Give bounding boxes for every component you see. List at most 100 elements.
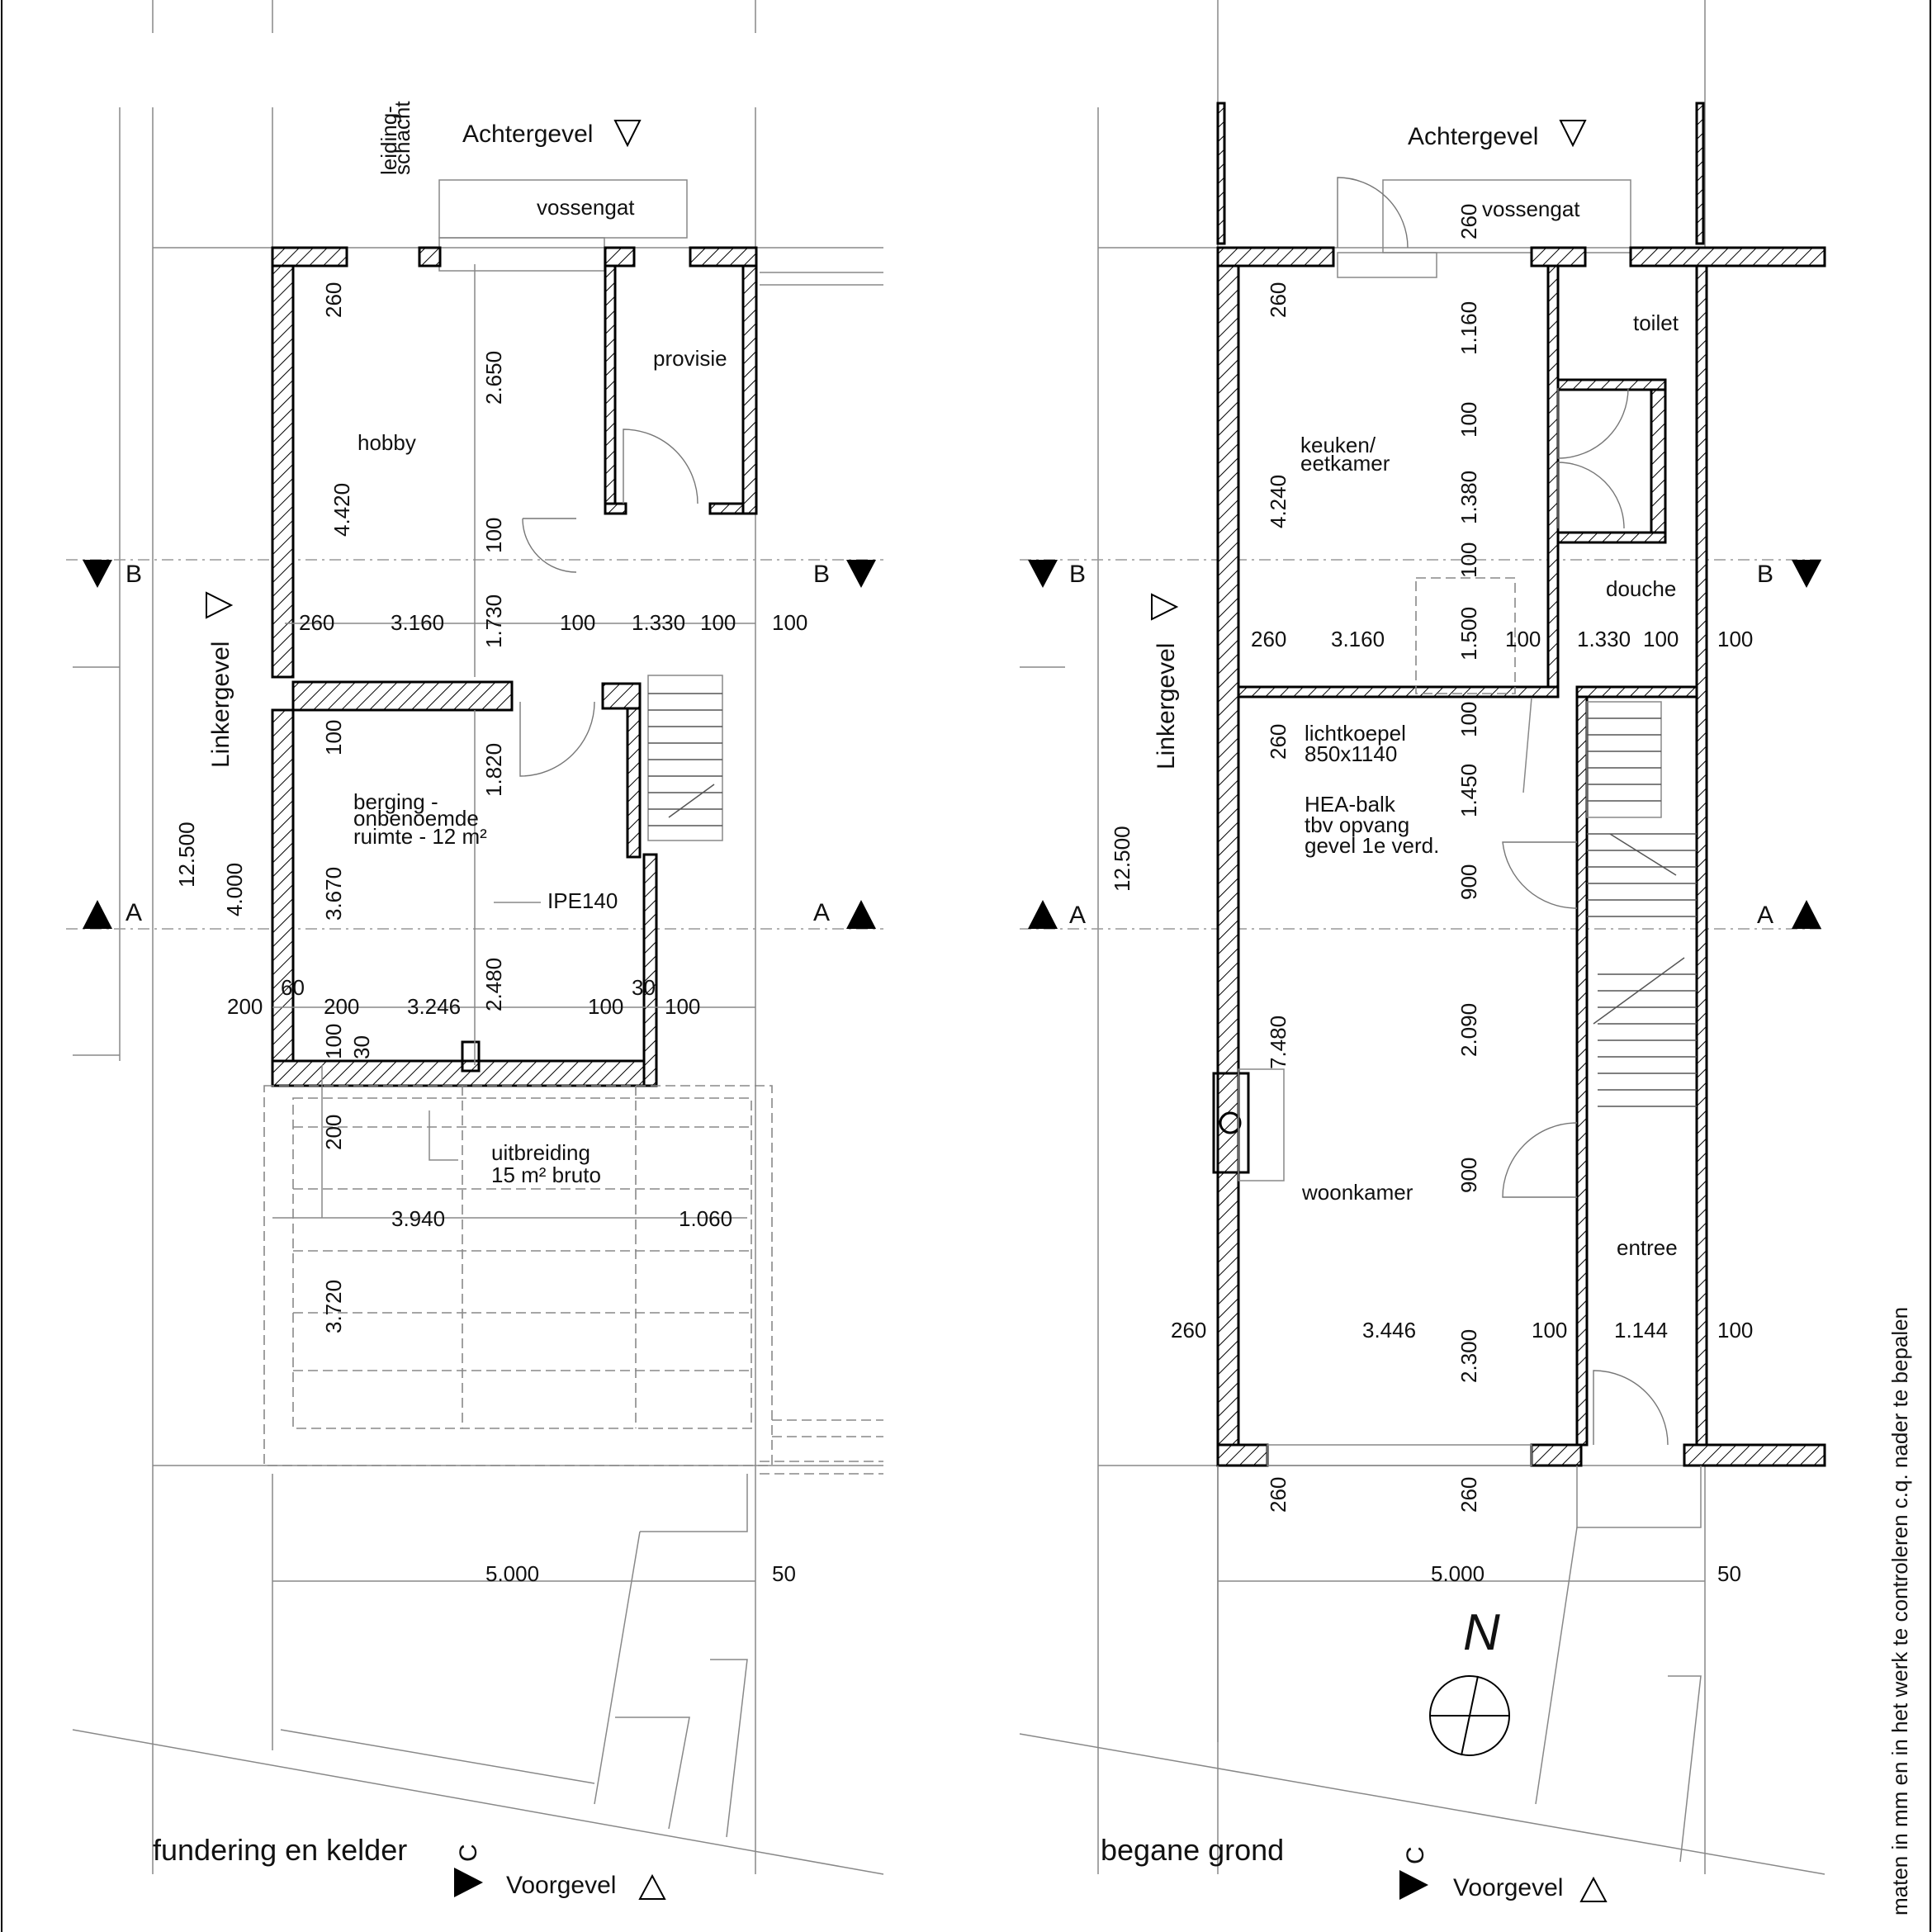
room-living: woonkamer bbox=[1301, 1180, 1413, 1205]
dim-label: 100 bbox=[321, 720, 346, 755]
dim-label: 100 bbox=[1456, 542, 1481, 578]
section-a-label: A bbox=[813, 899, 830, 926]
dim-label: 200 bbox=[227, 994, 263, 1019]
dim-label: 260 bbox=[1266, 282, 1290, 318]
dim-label: 100 bbox=[560, 610, 595, 635]
dim-label: 100 bbox=[700, 610, 736, 635]
dim-label: 100 bbox=[1505, 627, 1541, 651]
skylight-label-2: 850x1140 bbox=[1305, 741, 1397, 766]
section-a-marker-icon bbox=[83, 900, 112, 929]
dim-label: 260 bbox=[1456, 1477, 1481, 1513]
stair-treads-left bbox=[648, 693, 722, 826]
facade-marker-icon bbox=[613, 120, 642, 148]
dim-label: 200 bbox=[324, 994, 359, 1019]
dim-label: 30 bbox=[349, 1035, 374, 1059]
room-storage-line1: berging - bbox=[353, 789, 438, 814]
foxhole-label: vossengat bbox=[1482, 197, 1580, 221]
dim-label: 100 bbox=[1643, 627, 1679, 651]
section-b-label: B bbox=[1069, 561, 1086, 588]
room-storage-line3: ruimte - 12 m² bbox=[353, 824, 487, 849]
facade-marker-icon bbox=[1151, 593, 1179, 621]
room-entrance: entree bbox=[1617, 1235, 1678, 1260]
dim-label: 2.480 bbox=[481, 958, 506, 1011]
beam-label-3: gevel 1e verd. bbox=[1305, 833, 1439, 858]
dim-label: 1.500 bbox=[1456, 607, 1481, 661]
dim-label: 100 bbox=[481, 518, 506, 553]
room-kitchen-line1: keuken/ bbox=[1300, 433, 1376, 457]
dim-label: 260 bbox=[1171, 1318, 1206, 1342]
dim-label: 1.060 bbox=[679, 1206, 732, 1231]
dim-label: 12.500 bbox=[1110, 826, 1134, 892]
dim-label: 200 bbox=[321, 1115, 346, 1150]
dim-label: 3.160 bbox=[1331, 627, 1385, 651]
dim-label: 260 bbox=[1456, 204, 1481, 239]
rear-facade-label: Achtergevel bbox=[1408, 123, 1538, 150]
left-facade-label: Linkergevel bbox=[207, 642, 234, 768]
skylight-label-1: lichtkoepel bbox=[1305, 721, 1406, 746]
dim-label: 3.246 bbox=[407, 994, 461, 1019]
dim-label: 260 bbox=[1266, 724, 1290, 760]
dim-label: 50 bbox=[772, 1561, 796, 1586]
dim-label: 50 bbox=[1717, 1561, 1741, 1586]
section-c-label: C bbox=[455, 1844, 482, 1862]
section-a-label: A bbox=[1069, 902, 1086, 929]
section-c-marker-icon bbox=[1399, 1870, 1428, 1900]
section-c-label: C bbox=[1402, 1846, 1429, 1864]
sheet-title-basement: fundering en kelder bbox=[153, 1833, 407, 1867]
right-sheet-labels: Achtergevel vossengat toilet keuken/ eet… bbox=[1028, 120, 1821, 1902]
extension-label-2: 15 m² bruto bbox=[491, 1163, 601, 1187]
dim-label: 2.300 bbox=[1456, 1329, 1481, 1383]
dim-label: 30 bbox=[632, 975, 656, 1000]
dim-label: 100 bbox=[588, 994, 623, 1019]
dim-label: 100 bbox=[1532, 1318, 1567, 1342]
dim-label: 1.144 bbox=[1614, 1318, 1668, 1342]
dim-label: 3.670 bbox=[321, 867, 346, 921]
dim-label: 4.000 bbox=[222, 863, 247, 916]
section-b-label: B bbox=[813, 561, 830, 588]
chimney-icon bbox=[1219, 1111, 1242, 1134]
room-toilet: toilet bbox=[1633, 310, 1679, 335]
dim-label: 4.240 bbox=[1266, 475, 1290, 528]
dim-label: 100 bbox=[1456, 702, 1481, 737]
dim-label: 1.330 bbox=[1577, 627, 1631, 651]
dim-label: 3.446 bbox=[1362, 1318, 1416, 1342]
section-a-marker-icon bbox=[1028, 900, 1058, 929]
room-storage-line2: onbenoemde bbox=[353, 806, 479, 831]
dim-label: 1.160 bbox=[1456, 301, 1481, 355]
north-label: N bbox=[1463, 1604, 1500, 1661]
dim-label: 1.730 bbox=[481, 594, 506, 648]
dim-label: 900 bbox=[1456, 1158, 1481, 1193]
section-b-label: B bbox=[1757, 561, 1773, 588]
extension-outline bbox=[263, 1085, 883, 1475]
section-b-marker-icon bbox=[1792, 560, 1821, 588]
dim-label: 2.650 bbox=[481, 351, 506, 405]
facade-marker-icon bbox=[206, 591, 234, 619]
dim-label: 100 bbox=[1717, 627, 1753, 651]
left-sheet-basement-plan bbox=[66, 0, 884, 1875]
shaft-label-2: schacht bbox=[390, 101, 414, 175]
dim-label: 100 bbox=[1717, 1318, 1753, 1342]
beam-label: IPE140 bbox=[547, 888, 618, 913]
section-b-marker-icon bbox=[83, 560, 112, 588]
room-pantry: provisie bbox=[653, 346, 727, 371]
dim-label: 260 bbox=[1251, 627, 1286, 651]
dim-label: 5.000 bbox=[1431, 1561, 1485, 1586]
dim-label: 100 bbox=[1456, 402, 1481, 438]
front-facade-label: Voorgevel bbox=[506, 1872, 616, 1899]
section-b-label: B bbox=[125, 561, 142, 588]
room-kitchen-line2: eetkamer bbox=[1300, 451, 1390, 476]
dim-label: 3.940 bbox=[391, 1206, 445, 1231]
section-a-marker-icon bbox=[846, 900, 876, 929]
section-a-label: A bbox=[1757, 902, 1773, 929]
stair-treads-right bbox=[1587, 717, 1697, 1107]
left-sheet-labels: Achtergevel leiding- schacht vossengat h… bbox=[83, 101, 876, 1900]
facade-marker-icon bbox=[1579, 1876, 1608, 1902]
dimension-note: maten in mm en in het werk te controlere… bbox=[1887, 1307, 1912, 1915]
extension-label-1: uitbreiding bbox=[491, 1140, 590, 1165]
dim-label: 12.500 bbox=[174, 822, 199, 888]
sheet-title-ground-floor: begane grond bbox=[1101, 1833, 1284, 1867]
section-a-label: A bbox=[125, 899, 142, 926]
dim-label: 5.000 bbox=[485, 1561, 539, 1586]
foxhole-label: vossengat bbox=[537, 195, 635, 220]
